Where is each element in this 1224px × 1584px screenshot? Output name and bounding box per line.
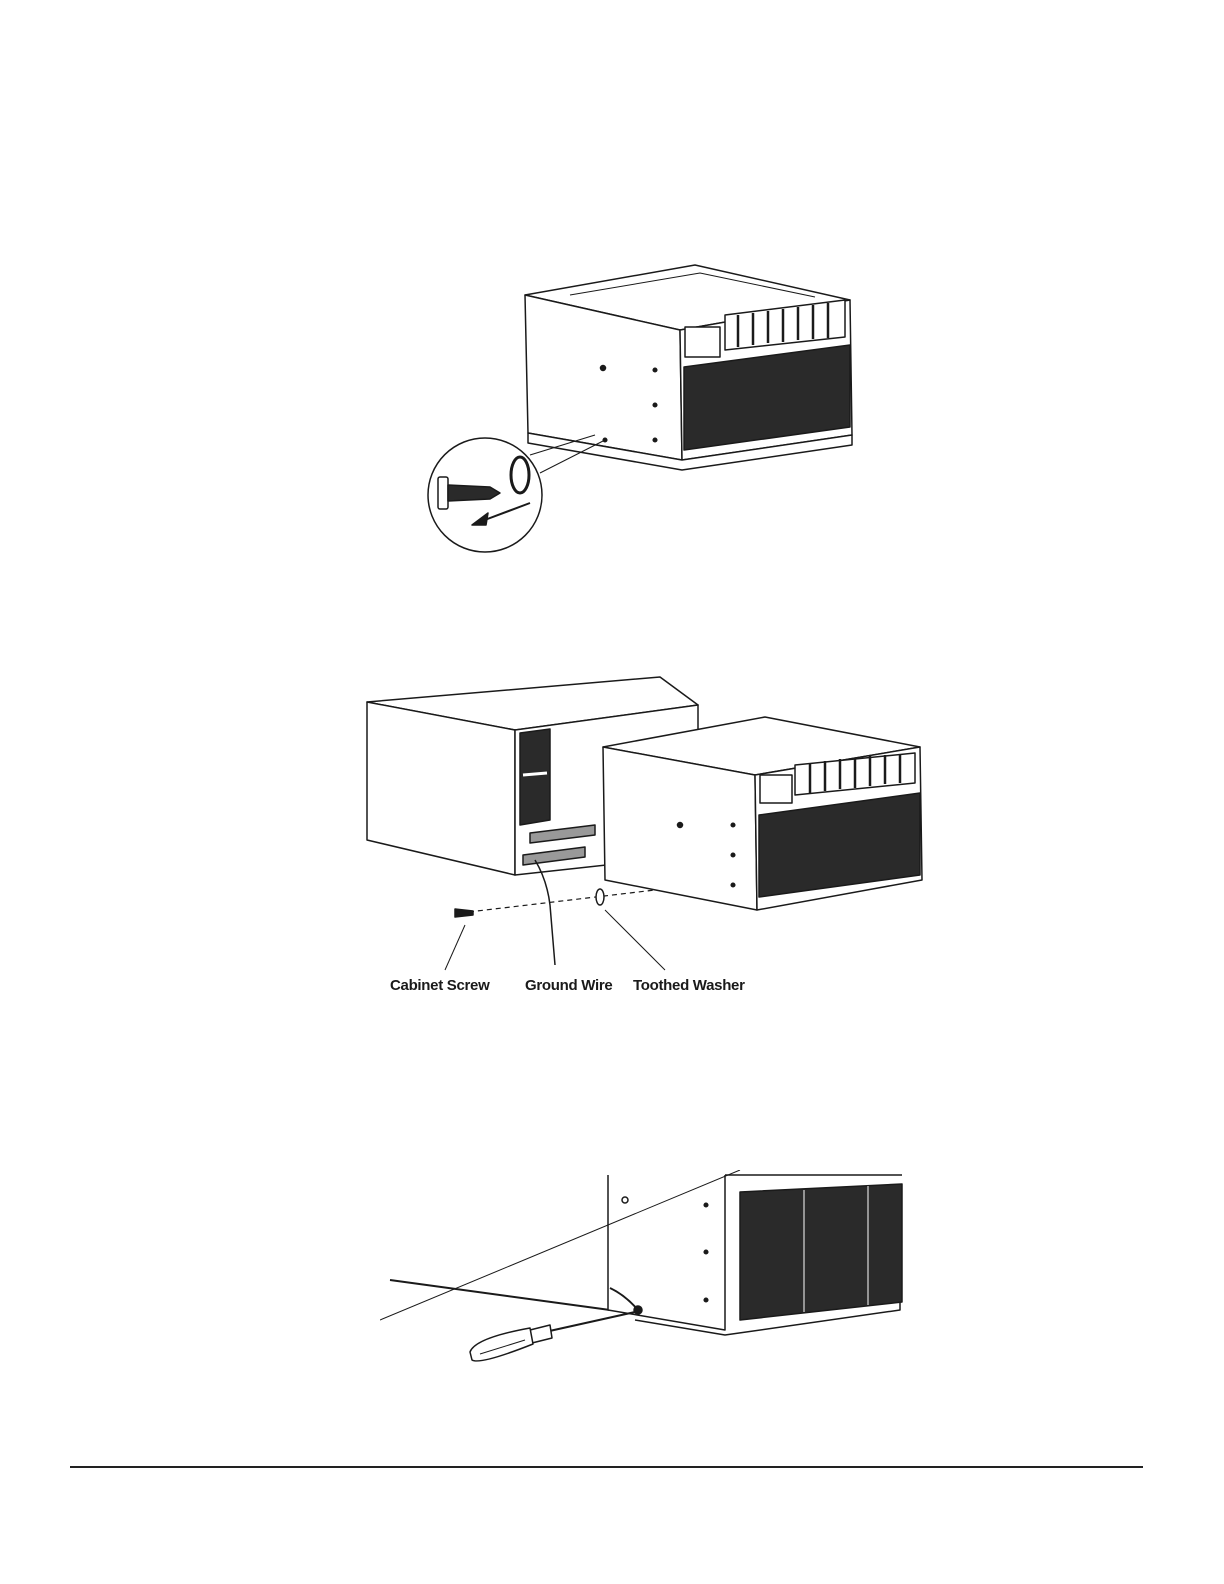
- label-toothed-washer: Toothed Washer: [633, 977, 745, 994]
- figure-ground-wire-assembly: Cabinet Screw Ground Wire Toothed Washer: [355, 665, 935, 1005]
- figure-screwdriver-fastening: [380, 1170, 910, 1370]
- figure-unit-screw-detail: [420, 255, 860, 555]
- label-ground-wire: Ground Wire: [525, 977, 612, 994]
- footer-rule: [70, 1466, 1143, 1468]
- label-cabinet-screw: Cabinet Screw: [390, 977, 490, 994]
